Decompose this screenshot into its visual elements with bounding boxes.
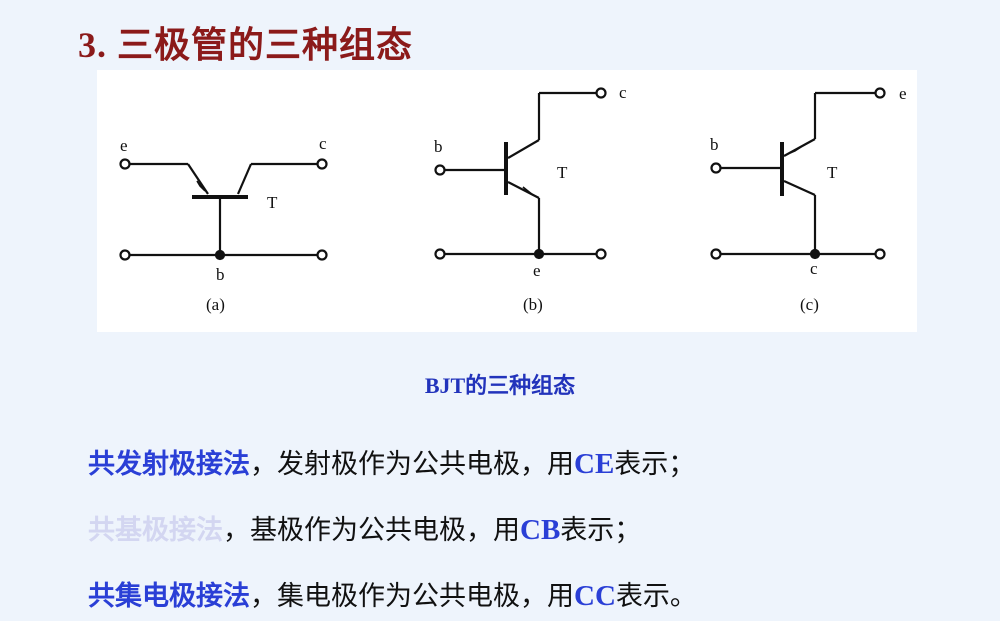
diagram-a-labels: e c T b (a)	[120, 134, 327, 314]
config-abbreviation: CB	[520, 514, 561, 546]
svg-text:e: e	[533, 261, 541, 280]
config-abbreviation: CE	[574, 448, 615, 480]
diagram-common-base	[119, 158, 328, 261]
svg-text:e: e	[120, 136, 128, 155]
svg-text:b: b	[710, 135, 719, 154]
diagram-c-labels: b e T c (c)	[710, 84, 907, 314]
config-line-common-collector: 共集电极接法，集电极作为公共电极，用CC表示。	[88, 574, 697, 613]
figure-caption: BJT的三种组态	[424, 373, 576, 398]
config-keyword: 共基极接法	[88, 515, 223, 546]
svg-text:(a): (a)	[206, 295, 225, 314]
config-description: ，基极作为公共电极，用	[223, 515, 520, 546]
diagram-common-emitter	[434, 87, 607, 260]
diagram-b-labels: b c T e (b)	[434, 83, 627, 314]
svg-text:c: c	[619, 83, 627, 102]
config-abbreviation: CC	[574, 580, 616, 612]
config-suffix: 表示；	[560, 515, 642, 546]
svg-text:c: c	[810, 259, 818, 278]
diagram-common-collector	[710, 87, 886, 260]
config-keyword: 共集电极接法	[88, 581, 250, 612]
config-line-common-base: 共基极接法，基极作为公共电极，用CB表示；	[88, 508, 641, 547]
svg-text:b: b	[434, 137, 443, 156]
config-description: ，集电极作为公共电极，用	[250, 581, 574, 612]
svg-text:(b): (b)	[523, 295, 543, 314]
config-description: ，发射极作为公共电极，用	[250, 449, 574, 480]
config-suffix: 表示。	[615, 581, 697, 612]
config-line-common-emitter: 共发射极接法，发射极作为公共电极，用CE表示；	[88, 442, 695, 481]
svg-text:(c): (c)	[800, 295, 819, 314]
slide-title: 3. 三极管的三种组态	[78, 25, 414, 65]
svg-text:T: T	[557, 163, 568, 182]
svg-text:T: T	[267, 193, 278, 212]
bjt-configurations-figure: e c T b (a) b c T e (b	[97, 70, 917, 332]
svg-text:b: b	[216, 265, 225, 284]
svg-text:c: c	[319, 134, 327, 153]
svg-text:e: e	[899, 84, 907, 103]
config-keyword: 共发射极接法	[88, 449, 250, 480]
config-suffix: 表示；	[614, 449, 696, 480]
svg-text:T: T	[827, 163, 838, 182]
